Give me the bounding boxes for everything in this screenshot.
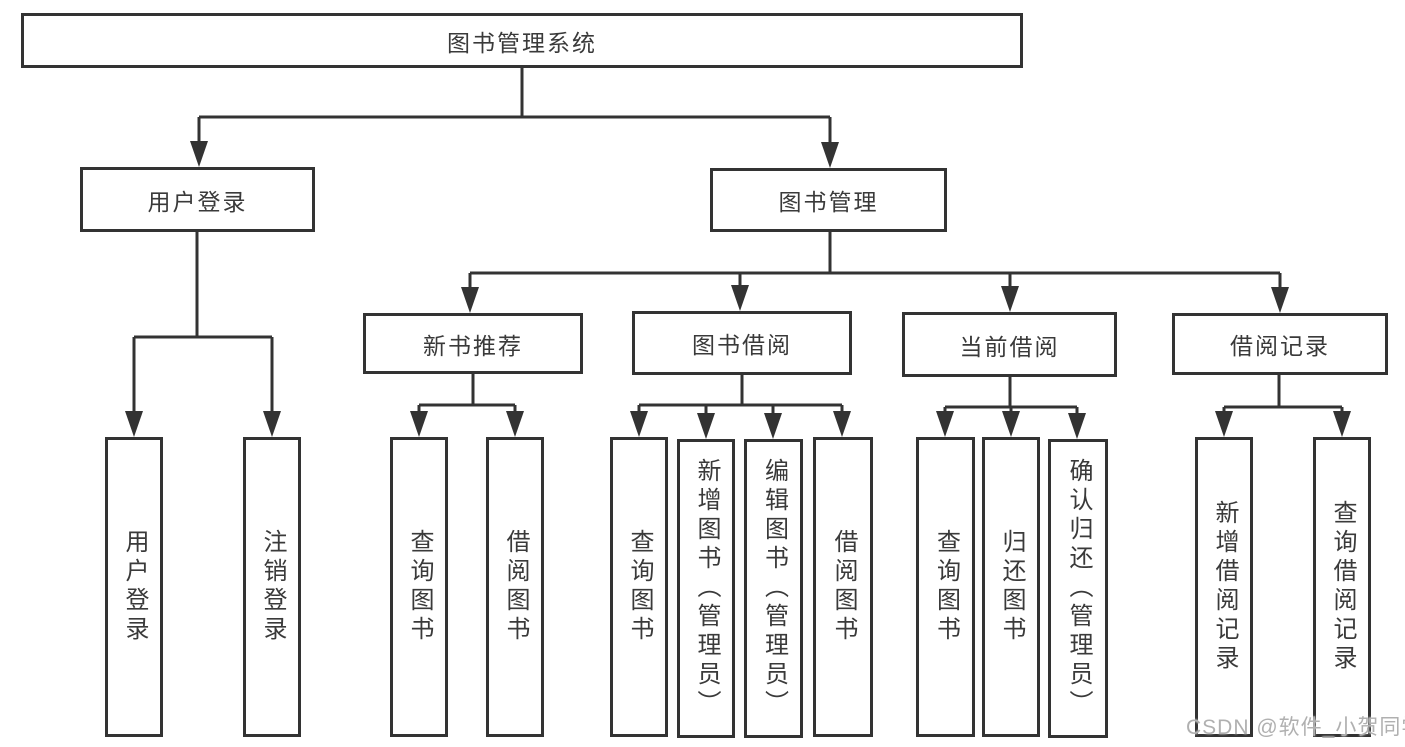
node-book-borrowing: 图书借阅 <box>632 311 852 375</box>
node-label-leaf-borrow-book-recommend: 借阅图书 <box>502 529 529 645</box>
node-user-login: 用户登录 <box>80 167 315 232</box>
arrowhead-down-icon <box>936 411 954 437</box>
arrowhead-down-icon <box>1333 411 1351 437</box>
node-label-leaf-logout: 注销登录 <box>259 529 286 645</box>
node-label-leaf-query-borrow-record: 查询借阅记录 <box>1329 500 1356 674</box>
arrowhead-down-icon <box>190 141 208 167</box>
node-label-current-borrowing: 当前借阅 <box>959 333 1060 360</box>
arrowhead-down-icon <box>1001 286 1019 312</box>
node-leaf-add-borrow-record: 新增借阅记录 <box>1195 437 1253 737</box>
node-leaf-query-borrow-record: 查询借阅记录 <box>1313 437 1371 737</box>
arrowhead-down-icon <box>833 411 851 437</box>
arrowhead-down-icon <box>731 285 749 311</box>
node-leaf-add-book-admin: 新增图书（管理员） <box>677 439 735 738</box>
watermark-text: CSDN @软件_小贺同学 <box>1186 716 1405 739</box>
arrowhead-down-icon <box>263 411 281 437</box>
arrowhead-down-icon <box>1271 287 1289 313</box>
node-current-borrowing: 当前借阅 <box>902 312 1117 377</box>
arrowhead-down-icon <box>1068 413 1086 439</box>
node-label-leaf-query-book-borrowing: 查询图书 <box>626 529 653 645</box>
node-leaf-edit-book-admin: 编辑图书（管理员） <box>744 439 803 738</box>
node-label-book-management: 图书管理 <box>778 189 879 215</box>
node-label-new-book-recommend: 新书推荐 <box>423 332 523 359</box>
arrowhead-down-icon <box>764 413 782 439</box>
node-label-leaf-return-book: 归还图书 <box>998 529 1025 645</box>
arrowhead-down-icon <box>630 411 648 437</box>
node-leaf-confirm-return-admin: 确认归还（管理员） <box>1048 439 1108 738</box>
node-leaf-borrow-book-recommend: 借阅图书 <box>486 437 544 737</box>
node-leaf-borrow-book-borrowing: 借阅图书 <box>813 437 873 737</box>
node-label-leaf-user-login: 用户登录 <box>121 529 148 645</box>
node-label-leaf-confirm-return-admin: 确认归还（管理员） <box>1065 458 1092 719</box>
node-leaf-return-book: 归还图书 <box>982 437 1040 737</box>
arrowhead-down-icon <box>410 411 428 437</box>
node-leaf-query-book-current: 查询图书 <box>916 437 975 737</box>
node-label-leaf-add-book-admin: 新增图书（管理员） <box>693 458 720 719</box>
node-new-book-recommend: 新书推荐 <box>363 313 583 374</box>
node-label-leaf-add-borrow-record: 新增借阅记录 <box>1211 500 1238 674</box>
node-label-leaf-query-book-current: 查询图书 <box>932 529 960 645</box>
node-label-leaf-edit-book-admin: 编辑图书（管理员） <box>760 458 788 719</box>
arrowhead-down-icon <box>461 287 479 313</box>
node-leaf-user-login: 用户登录 <box>105 437 163 737</box>
node-label-user-login: 用户登录 <box>147 188 248 215</box>
node-leaf-logout: 注销登录 <box>243 437 301 737</box>
node-book-management: 图书管理 <box>710 168 947 232</box>
node-label-leaf-query-book-recommend: 查询图书 <box>406 529 433 645</box>
node-leaf-query-book-borrowing: 查询图书 <box>610 437 668 737</box>
node-root: 图书管理系统 <box>21 13 1023 68</box>
arrowhead-down-icon <box>125 411 143 437</box>
arrowhead-down-icon <box>1215 411 1233 437</box>
arrowhead-down-icon <box>1002 411 1020 437</box>
node-leaf-query-book-recommend: 查询图书 <box>390 437 448 737</box>
node-label-borrowing-records: 借阅记录 <box>1230 333 1330 359</box>
arrowhead-down-icon <box>697 413 715 439</box>
node-label-root: 图书管理系统 <box>447 29 597 56</box>
node-borrowing-records: 借阅记录 <box>1172 313 1388 375</box>
arrowhead-down-icon <box>821 142 839 168</box>
arrowhead-down-icon <box>506 411 524 437</box>
node-label-leaf-borrow-book-borrowing: 借阅图书 <box>830 529 857 645</box>
node-label-book-borrowing: 图书借阅 <box>692 332 792 358</box>
